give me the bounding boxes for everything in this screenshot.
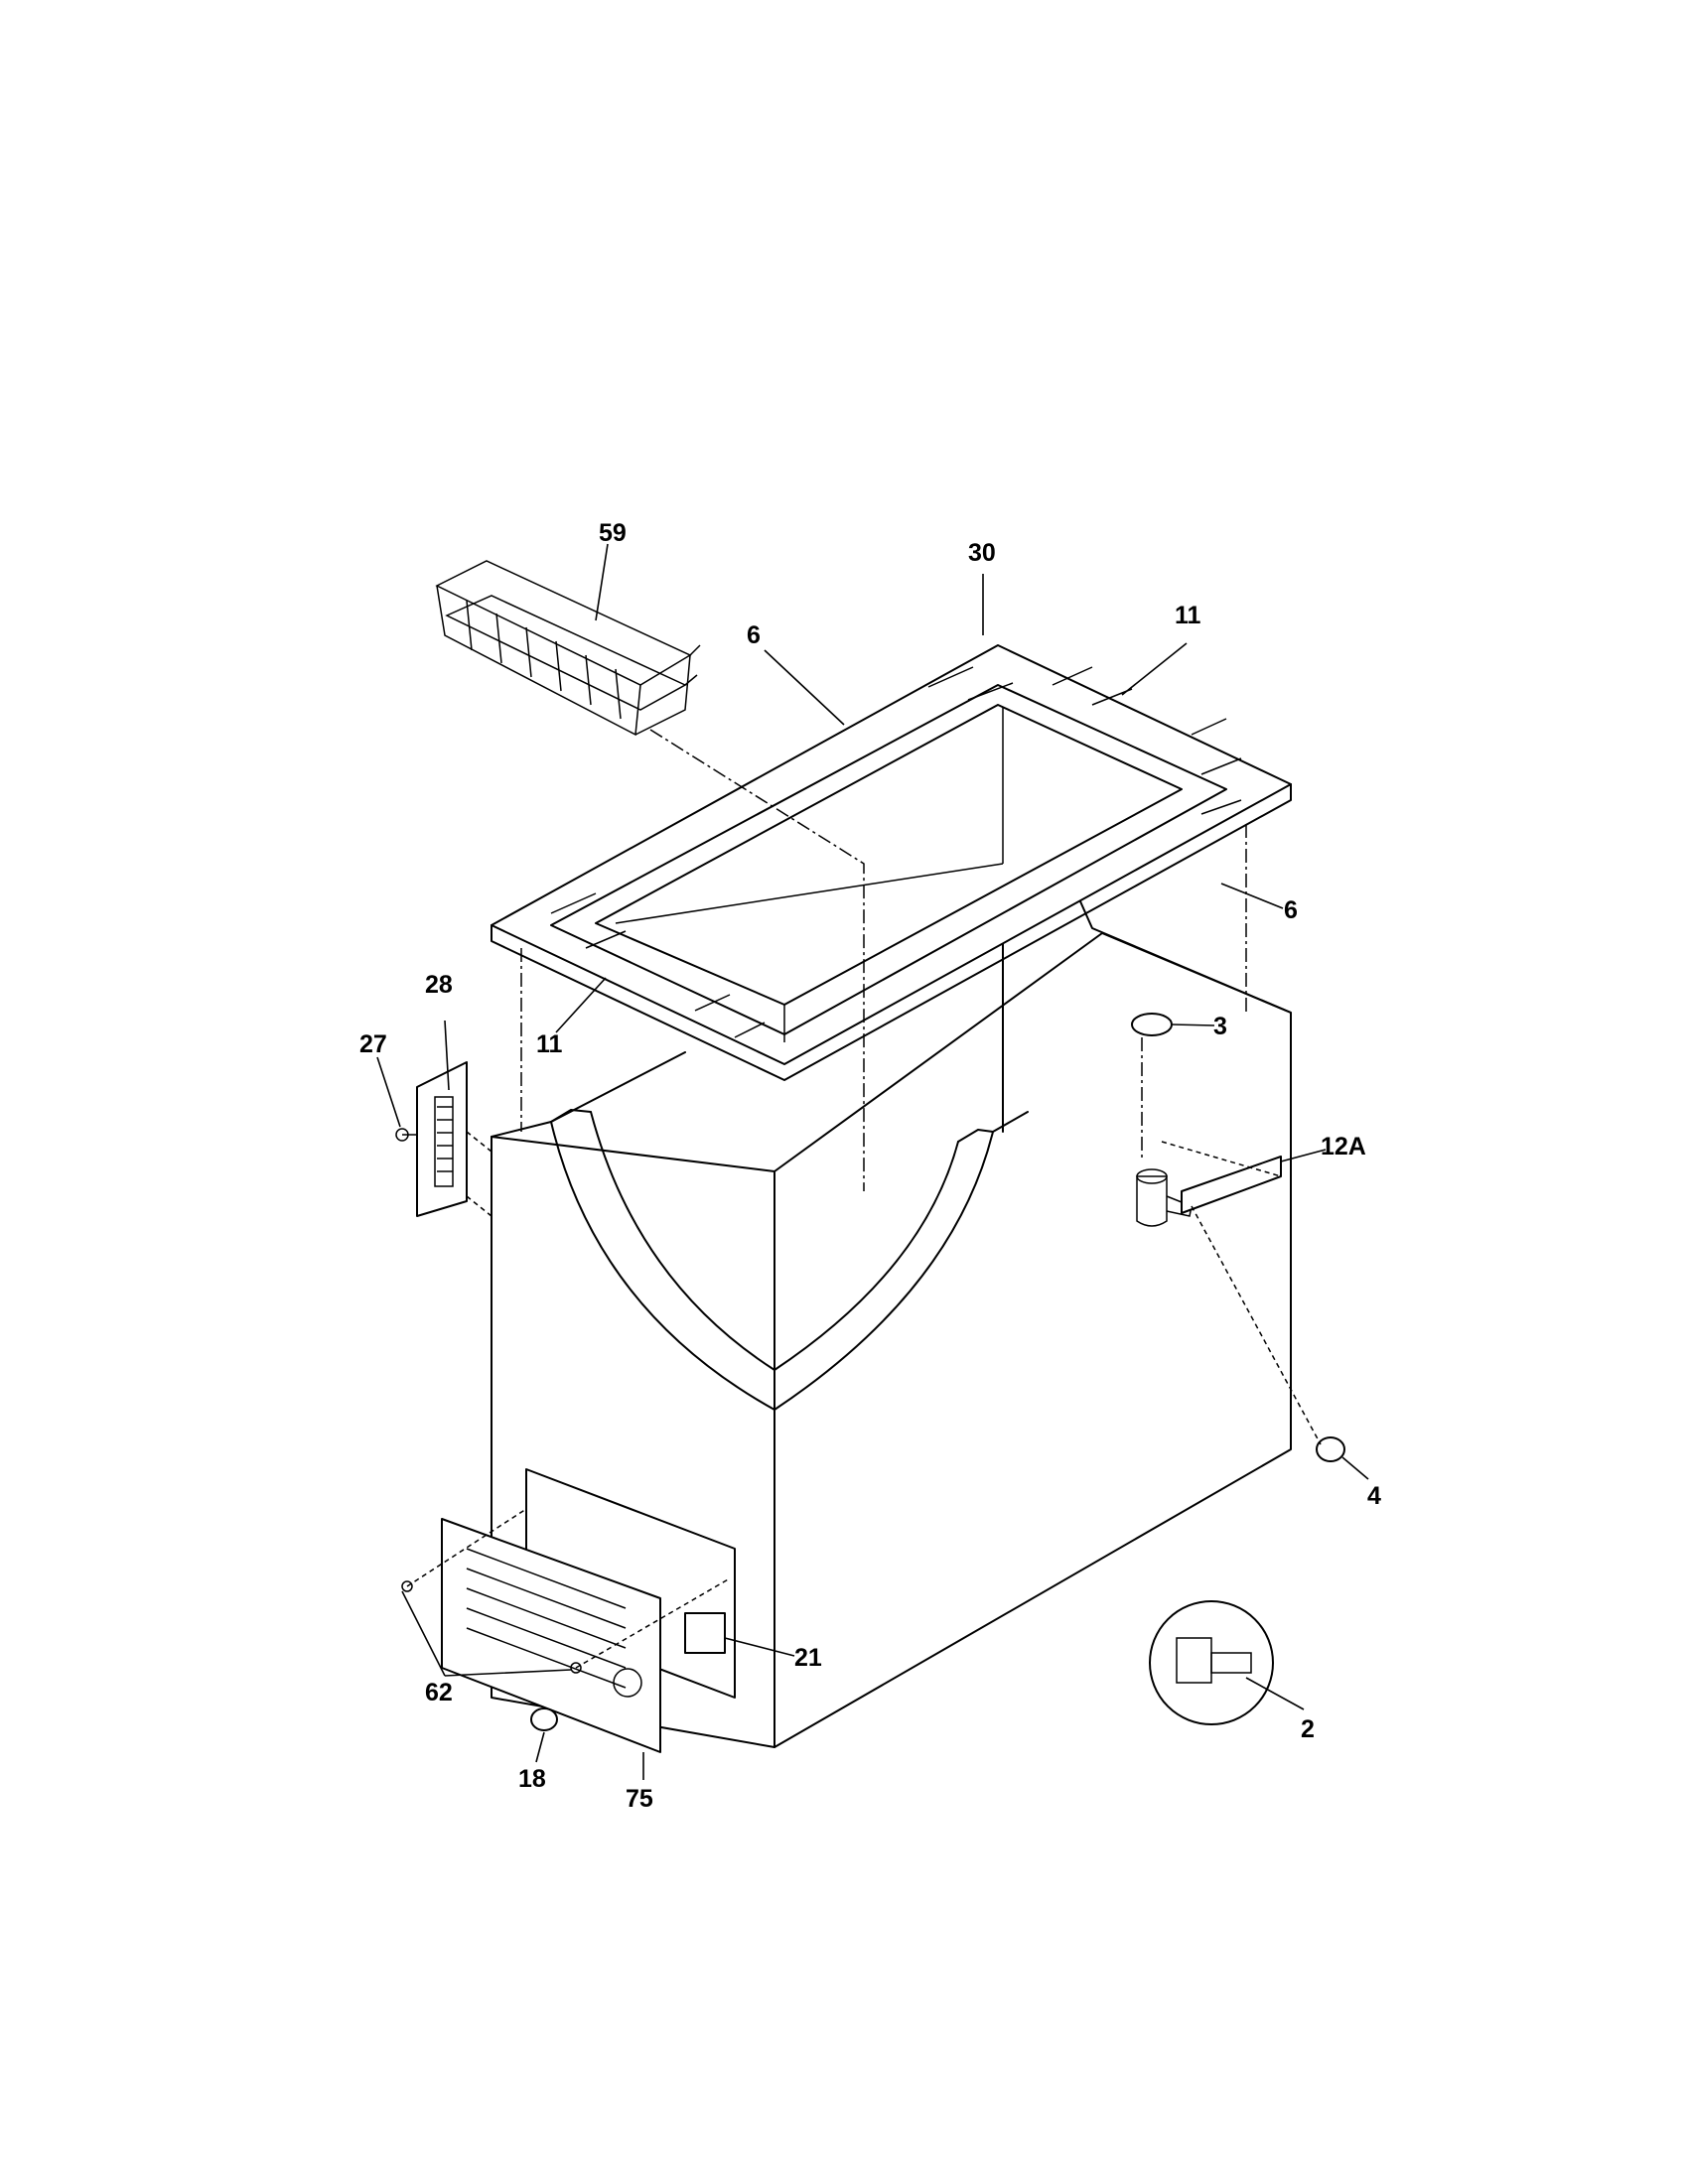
- leader-6-right: [1220, 883, 1284, 909]
- callout-11-bottom: 11: [536, 1030, 563, 1058]
- drain-fitting-top: [1136, 1168, 1168, 1184]
- callout-30: 30: [968, 539, 996, 567]
- detail-inset: [1149, 1600, 1274, 1725]
- breaker-frame-edge: [491, 783, 1292, 1081]
- alignment-lines: [406, 729, 1322, 1669]
- leader-3: [1171, 1024, 1215, 1026]
- leader-11-bottom: [555, 977, 607, 1033]
- callout-4: 4: [1367, 1482, 1381, 1510]
- callout-59: 59: [599, 519, 627, 547]
- leader-11-top: [1121, 642, 1188, 696]
- breaker-frame-inner-lines: [615, 707, 1004, 1042]
- align-hinge: [466, 1131, 492, 1217]
- grille-louvers: [466, 1548, 627, 1689]
- callout-28: 28: [425, 971, 453, 999]
- grille: [441, 1518, 661, 1753]
- callout-21: 21: [794, 1644, 822, 1672]
- basket-mid: [445, 595, 687, 711]
- detail-fitting-nozzle: [1210, 1652, 1252, 1674]
- grille-knob: [613, 1668, 642, 1698]
- relay: [684, 1612, 726, 1654]
- drain-plug: [1131, 1013, 1173, 1036]
- grille-screw-right: [570, 1662, 582, 1674]
- grille-screw-left: [401, 1580, 413, 1592]
- wire-basket: [435, 560, 701, 737]
- callout-2: 2: [1301, 1715, 1315, 1743]
- label-12A-plate: [1181, 1156, 1282, 1214]
- breaker-frame: [491, 644, 1292, 1081]
- callout-27: 27: [359, 1030, 387, 1058]
- align-grille-screws: [406, 1508, 731, 1669]
- callout-labels: 59 30 11 6 6 28 27 11 3 12A 4 21 2 62 18…: [359, 519, 1381, 1813]
- align-label: [1161, 1141, 1282, 1177]
- grille-assembly: [401, 1468, 736, 1753]
- basket-wires: [466, 600, 622, 720]
- leader-62: [401, 1590, 572, 1677]
- basket-handle: [684, 644, 701, 686]
- hinge-spring: [434, 1096, 454, 1187]
- hinge-assembly: [395, 1061, 468, 1217]
- drain-fitting-spout: [1166, 1195, 1193, 1217]
- drain-cap: [1316, 1436, 1345, 1462]
- leader-2: [1245, 1677, 1305, 1710]
- callout-3: 3: [1213, 1013, 1227, 1040]
- callout-18: 18: [518, 1765, 546, 1793]
- leader-28: [444, 1020, 450, 1091]
- align-basket: [649, 729, 865, 1191]
- align-drain-cap: [1191, 1205, 1322, 1445]
- drain-assembly: [1131, 1013, 1345, 1462]
- cabinet-cutaway-inner: [590, 1111, 959, 1371]
- breaker-frame-opening: [595, 704, 1183, 1006]
- leader-59: [595, 543, 609, 621]
- basket-rim: [435, 560, 692, 686]
- leader-12A: [1280, 1149, 1327, 1162]
- bumper: [530, 1707, 558, 1731]
- callout-75: 75: [626, 1785, 653, 1813]
- leader-6-top: [764, 649, 845, 726]
- leader-lines: [376, 543, 1369, 1780]
- breaker-frame-joints: [550, 666, 1242, 1038]
- leader-21: [724, 1637, 795, 1657]
- leader-18: [535, 1731, 545, 1763]
- drain-fitting: [1136, 1175, 1168, 1227]
- hinge-spring-coils: [437, 1106, 453, 1172]
- cabinet-cutaway-tear-right: [957, 1111, 1029, 1143]
- basket-body: [436, 585, 691, 737]
- callout-11-top: 11: [1175, 602, 1201, 629]
- callout-62: 62: [425, 1679, 453, 1706]
- cabinet-cutaway-outer: [550, 1121, 994, 1411]
- hinge-plate: [416, 1061, 468, 1217]
- leader-4: [1341, 1456, 1369, 1480]
- leader-27: [376, 1056, 401, 1128]
- callout-12A: 12A: [1321, 1133, 1366, 1160]
- callout-6-top: 6: [747, 621, 761, 649]
- callout-6-right: 6: [1284, 896, 1298, 924]
- cabinet-cutaway-tear-left: [550, 1109, 592, 1123]
